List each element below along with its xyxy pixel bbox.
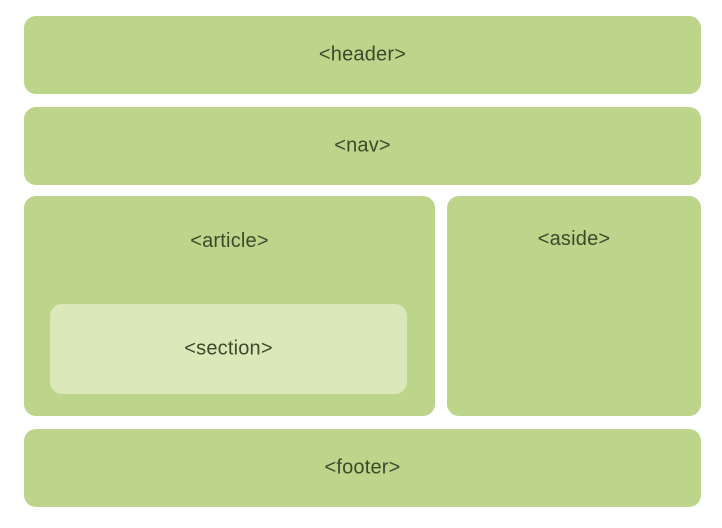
nav-label: <nav>: [334, 134, 391, 157]
nav-block: <nav>: [24, 107, 701, 185]
article-label: <article>: [190, 230, 269, 252]
header-block: <header>: [24, 16, 701, 94]
footer-block: <footer>: [24, 429, 701, 507]
footer-label: <footer>: [324, 456, 401, 479]
section-label: <section>: [184, 337, 273, 360]
article-block: <article> <section>: [24, 196, 435, 416]
aside-label: <aside>: [537, 228, 611, 250]
aside-block: <aside>: [447, 196, 701, 416]
header-label: <header>: [318, 43, 407, 66]
section-block: <section>: [50, 304, 407, 394]
